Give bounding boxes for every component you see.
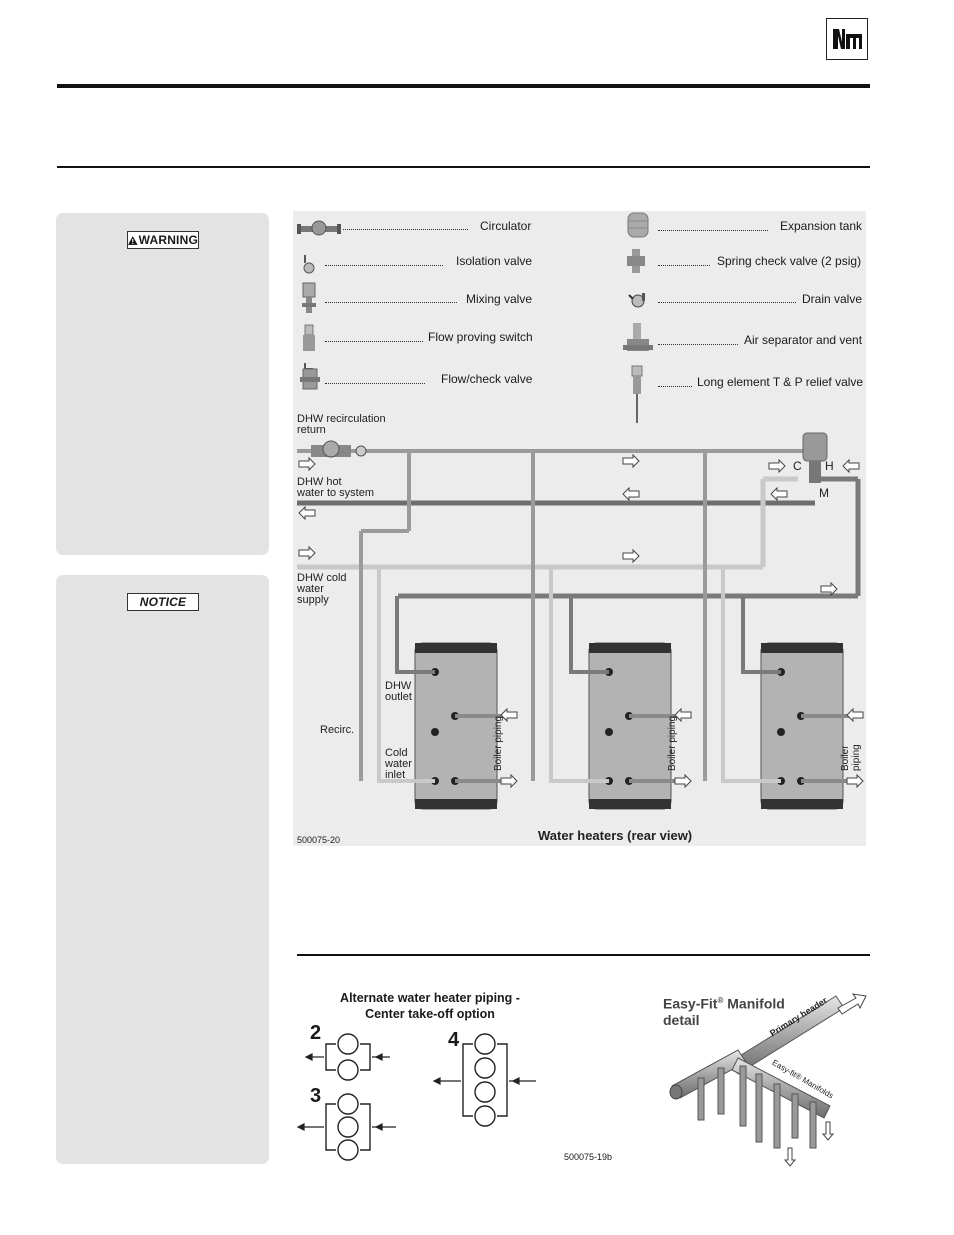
brand-logo: WM xyxy=(826,18,868,60)
manifold-title-brand: Easy-Fit xyxy=(663,995,718,1012)
mixing-valve-icon xyxy=(302,282,316,313)
legend-isolation-valve: Isolation valve xyxy=(456,254,533,268)
expansion-tank-icon xyxy=(627,212,649,238)
water-heater-3 xyxy=(760,642,844,810)
piping-diagram: Circulator Isolation valve Mixing valve … xyxy=(293,211,866,846)
lower-rule xyxy=(297,954,870,956)
mixing-m-label: M xyxy=(819,486,829,500)
drain-valve-icon xyxy=(628,293,645,308)
notice-label: NOTICE xyxy=(139,595,187,609)
alternate-number-3: 3 xyxy=(310,1085,322,1107)
isolation-valve-icon xyxy=(303,255,315,274)
alternate-figure-id: 500075-19b xyxy=(564,1152,613,1162)
mixing-h-label: H xyxy=(825,459,834,473)
legend-icons-left xyxy=(297,220,341,390)
wm-logo-icon xyxy=(830,24,864,54)
header-rule xyxy=(57,84,870,88)
warning-triangle-icon xyxy=(128,235,138,245)
alternate-title: Alternate water heater piping - Center t… xyxy=(300,990,560,1022)
notice-box: NOTICE xyxy=(56,575,269,1164)
flow-proving-switch-icon xyxy=(303,324,315,351)
tp-relief-valve-icon xyxy=(631,365,643,423)
alternate-number-2: 2 xyxy=(310,1022,322,1044)
legend-circulator: Circulator xyxy=(480,219,532,233)
legend-flow-proving-switch: Flow proving switch xyxy=(428,330,533,344)
spring-check-valve-icon xyxy=(627,249,645,273)
air-separator-icon xyxy=(623,323,653,351)
legend-tp-relief-valve: Long element T & P relief valve xyxy=(697,375,864,389)
manifold-title-reg: ® xyxy=(717,996,724,1005)
boiler-piping-label-1: Boiler piping xyxy=(493,715,504,771)
piping-schematic xyxy=(297,432,864,810)
manifold-title-line2: detail xyxy=(663,1011,700,1028)
alternate-title-line1: Alternate water heater piping - xyxy=(340,991,520,1005)
legend-air-separator: Air separator and vent xyxy=(744,333,863,347)
water-heater-2 xyxy=(588,642,672,810)
warning-tag: WARNING xyxy=(127,231,199,249)
warning-box: WARNING xyxy=(56,213,269,555)
warning-label: WARNING xyxy=(138,233,198,247)
diagram-caption: Water heaters (rear view) xyxy=(538,828,693,843)
section-rule xyxy=(57,166,870,168)
figure-id: 500075-20 xyxy=(297,835,341,845)
recirc-label: Recirc. xyxy=(320,724,355,736)
flow-check-valve-icon xyxy=(300,363,320,390)
notice-tag: NOTICE xyxy=(127,593,199,611)
legend-mixing-valve: Mixing valve xyxy=(466,292,533,306)
alternate-title-line2: Center take-off option xyxy=(365,1007,495,1021)
legend-icons-right xyxy=(623,212,653,423)
mixing-c-label: C xyxy=(793,459,802,473)
legend-spring-check-valve: Spring check valve (2 psig) xyxy=(717,254,862,268)
alternate-piping-diagram xyxy=(296,1033,536,1161)
circulator-icon xyxy=(297,220,341,236)
boiler-piping-label-3: Boiler piping xyxy=(840,744,862,771)
manifold-title-rest: Manifold xyxy=(723,995,785,1012)
manifold-illustration xyxy=(669,993,867,1167)
legend-drain-valve: Drain valve xyxy=(802,292,863,306)
alternate-number-4: 4 xyxy=(448,1029,460,1051)
boiler-piping-label-2: Boiler piping xyxy=(667,715,678,771)
manifold-title: Easy-Fit® Manifold detail xyxy=(663,993,785,1028)
legend-expansion-tank: Expansion tank xyxy=(780,219,863,233)
water-heater-1 xyxy=(414,642,498,810)
legend-flow-check-valve: Flow/check valve xyxy=(441,372,533,386)
